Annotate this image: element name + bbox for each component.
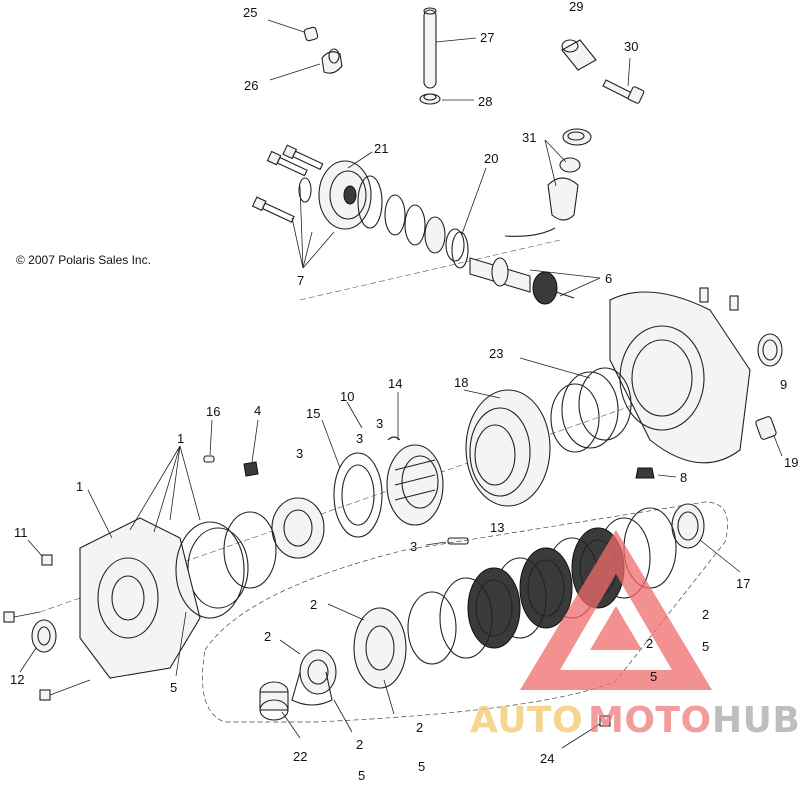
- watermark-moto: MOTO: [588, 700, 712, 741]
- part-1-cover: [79, 489, 201, 679]
- watermark-hub: HUB: [712, 700, 800, 741]
- callout-30: 30: [624, 39, 638, 54]
- callout-19: 19: [784, 455, 798, 470]
- watermark-logo: AUTO MOTO HUB: [470, 530, 800, 741]
- part-17-seal: [671, 503, 741, 573]
- callout-18: 18: [454, 375, 468, 390]
- callout-3: 3: [376, 416, 383, 431]
- part-1-leader-fan: [129, 445, 201, 533]
- part-13-pin: [425, 537, 469, 546]
- callout-labels: 25 29 27 30 26 28 31 21 20 6 7 23 18 14 …: [10, 0, 798, 783]
- part-25-fitting: [267, 19, 319, 42]
- part-19-plug: [755, 416, 783, 457]
- callout-5: 5: [170, 680, 177, 695]
- callout-10: 10: [340, 389, 354, 404]
- part-27-hose: [423, 7, 477, 89]
- part-5-gasket: [175, 521, 245, 677]
- part-29-bushing: [561, 39, 597, 71]
- part-10-snap-ring: [346, 401, 401, 441]
- part-18-drum: [463, 389, 551, 507]
- callout-26: 26: [244, 78, 258, 93]
- callout-27: 27: [480, 30, 494, 45]
- callout-13: 13: [490, 520, 504, 535]
- callout-8: 8: [680, 470, 687, 485]
- callout-11: 11: [14, 525, 28, 540]
- part-20-gasket: [451, 167, 487, 269]
- callout-5: 5: [418, 759, 425, 774]
- callout-21: 21: [374, 141, 388, 156]
- part-9-housing: [609, 287, 783, 464]
- part-31-bearing-cap: [504, 128, 592, 237]
- callout-5: 5: [358, 768, 365, 782]
- part-15-plate: [321, 419, 383, 538]
- part-8-drain-plug: [635, 467, 677, 479]
- callout-17: 17: [736, 576, 750, 591]
- callout-12: 12: [10, 672, 24, 687]
- callout-24: 24: [540, 751, 554, 766]
- part-2-pressure-plate: [327, 603, 407, 715]
- callout-31: 31: [522, 130, 536, 145]
- part-30-bolt: [602, 57, 645, 104]
- part-21-pulley-housing: [298, 151, 383, 230]
- callout-22: 22: [293, 749, 307, 764]
- callout-1: 1: [76, 479, 83, 494]
- part-4-fitting: [243, 419, 259, 477]
- callout-2: 2: [310, 597, 317, 612]
- watermark-auto: AUTO: [470, 700, 583, 741]
- callout-2: 2: [646, 636, 653, 651]
- callout-28: 28: [478, 94, 492, 109]
- part-2-hub: [279, 639, 353, 733]
- callout-9: 9: [780, 377, 787, 392]
- callout-2: 2: [702, 607, 709, 622]
- callout-3: 3: [296, 446, 303, 461]
- callout-5: 5: [702, 639, 709, 654]
- callout-14: 14: [388, 376, 402, 391]
- callout-25: 25: [243, 5, 257, 20]
- callout-16: 16: [206, 404, 220, 419]
- callout-4: 4: [254, 403, 261, 418]
- part-11-bolt: [27, 539, 53, 566]
- part-12-seal: [19, 619, 57, 673]
- part-23-seal-rings: [519, 357, 632, 453]
- callout-6: 6: [605, 271, 612, 286]
- part-24-fitting: [561, 715, 611, 749]
- callout-1: 1: [177, 431, 184, 446]
- callout-2: 2: [356, 737, 363, 752]
- part-7-bolts: [251, 144, 335, 269]
- callout-15: 15: [306, 406, 320, 421]
- part-22-bushing: [259, 681, 301, 739]
- part-small-bolts-left: [3, 611, 91, 701]
- part-seals-upper: [384, 194, 465, 262]
- part-28-clamp: [419, 93, 474, 105]
- part-16-dowel: [203, 419, 215, 463]
- callout-7: 7: [297, 273, 304, 288]
- copyright-notice: © 2007 Polaris Sales Inc.: [16, 253, 151, 267]
- callout-3: 3: [356, 431, 363, 446]
- callout-3: 3: [410, 539, 417, 554]
- callout-20: 20: [484, 151, 498, 166]
- part-gear-pack: [187, 497, 325, 609]
- part-6-shaft: [469, 257, 601, 305]
- callout-23: 23: [489, 346, 503, 361]
- part-14-one-way-clutch: [386, 392, 444, 526]
- part-26-elbow: [269, 48, 343, 81]
- callout-29: 29: [569, 0, 583, 14]
- callout-5: 5: [650, 669, 657, 684]
- callout-2: 2: [416, 720, 423, 735]
- callout-2: 2: [264, 629, 271, 644]
